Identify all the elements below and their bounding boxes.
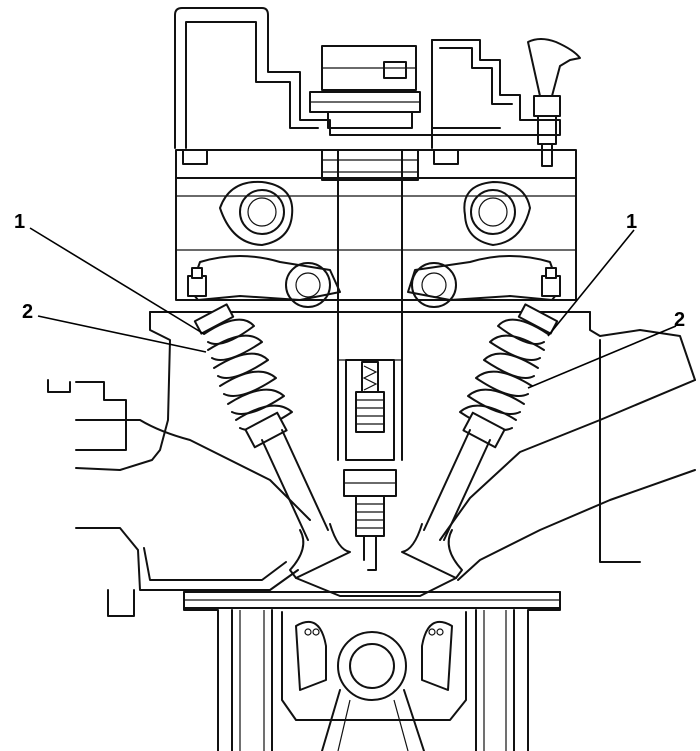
intake-valve-assembly: [193, 303, 351, 579]
callout-leaders: [29, 227, 677, 389]
left-rocker-arm: [187, 255, 341, 308]
leader-right-2: [527, 325, 677, 389]
exhaust-camshaft: [463, 181, 531, 246]
combustion-chamber: [183, 577, 561, 609]
intake-camshaft: [219, 180, 294, 246]
spark-plug-tube: [321, 149, 419, 461]
breather-fitting: [527, 38, 581, 167]
callout-left-2: 2: [22, 301, 33, 323]
callout-left-1: 1: [14, 211, 25, 233]
piston: [281, 611, 467, 721]
leader-left-2: [37, 315, 207, 353]
cylinder-head-body: [47, 311, 696, 617]
cylinder-head-cover: [174, 7, 561, 149]
spark-plug: [343, 361, 397, 571]
top-bracket: [309, 45, 421, 129]
callout-labels: 1 2 1 2: [14, 211, 685, 331]
leader-right-1: [547, 229, 635, 337]
intake-valve-spring: [203, 318, 293, 431]
cylinder-block: [183, 591, 561, 751]
exhaust-valve-assembly: [401, 303, 559, 579]
right-rocker-arm: [407, 255, 561, 308]
leader-left-1: [29, 227, 205, 335]
camshaft-housing: [175, 149, 577, 301]
callout-right-1: 1: [626, 211, 637, 233]
callout-right-2: 2: [674, 309, 685, 331]
connecting-rod: [321, 631, 425, 751]
